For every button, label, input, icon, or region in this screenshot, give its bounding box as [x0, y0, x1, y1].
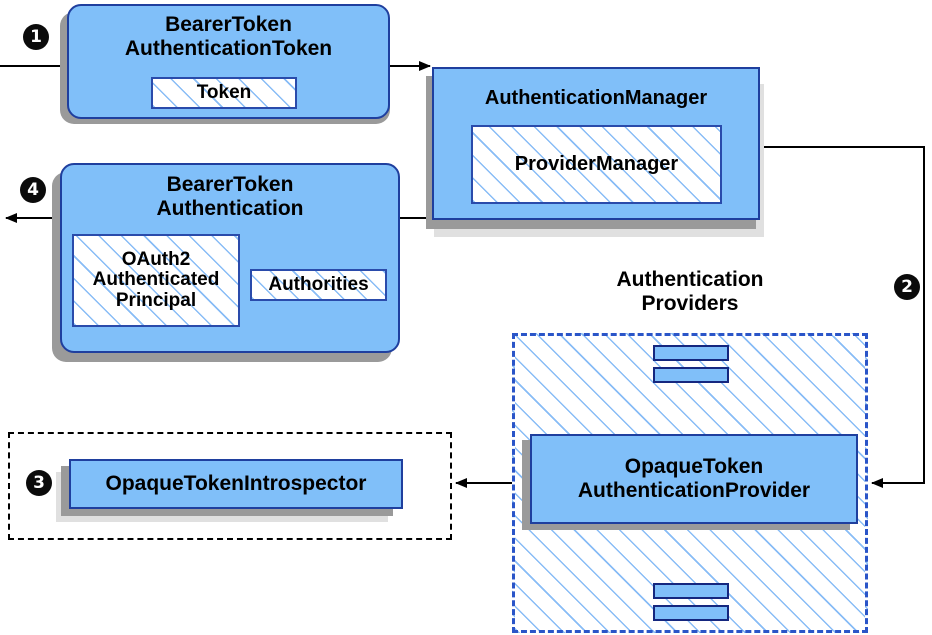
bearer-token-authentication-title: BearerToken Authentication [156, 173, 304, 220]
inner-provider-manager: ProviderManager [471, 125, 722, 204]
interface-bar-top-1 [653, 345, 729, 361]
inner-authorities-label: Authorities [268, 273, 369, 295]
interface-bar-bottom-1 [653, 583, 729, 599]
node-opaque-token-introspector[interactable]: OpaqueTokenIntrospector [69, 459, 403, 509]
node-bearer-token-authentication-token[interactable]: BearerToken AuthenticationToken [67, 4, 390, 119]
authentication-providers-caption: Authentication Providers [616, 268, 764, 316]
authentication-manager-title: AuthenticationManager [484, 87, 708, 109]
step-bullet-2: 2 [894, 274, 920, 300]
interface-bar-bottom-2 [653, 605, 729, 621]
step-bullet-3-label: 3 [33, 473, 45, 493]
opaque-token-authentication-provider-title: OpaqueToken AuthenticationProvider [577, 455, 811, 502]
step-bullet-3: 3 [26, 470, 52, 496]
bearer-token-authentication-token-title: BearerToken AuthenticationToken [124, 13, 333, 60]
step-bullet-4-label: 4 [27, 180, 39, 200]
interface-bars-bottom [653, 583, 729, 621]
step-bullet-1: 1 [23, 24, 49, 50]
inner-oauth2-authenticated-principal: OAuth2 Authenticated Principal [72, 234, 240, 327]
inner-oauth2-authenticated-principal-label: OAuth2 Authenticated Principal [92, 248, 220, 311]
interface-bars-top [653, 345, 729, 383]
interface-bar-top-2 [653, 367, 729, 383]
container-opaque-token-introspector [8, 432, 452, 540]
inner-provider-manager-label: ProviderManager [514, 152, 679, 175]
inner-authorities: Authorities [250, 269, 387, 301]
inner-token: Token [151, 77, 297, 109]
inner-token-label: Token [196, 81, 252, 103]
step-bullet-4: 4 [20, 177, 46, 203]
opaque-token-introspector-title: OpaqueTokenIntrospector [105, 472, 367, 496]
step-bullet-2-label: 2 [901, 277, 913, 297]
step-bullet-1-label: 1 [30, 27, 42, 47]
node-opaque-token-authentication-provider[interactable]: OpaqueToken AuthenticationProvider [530, 434, 858, 524]
